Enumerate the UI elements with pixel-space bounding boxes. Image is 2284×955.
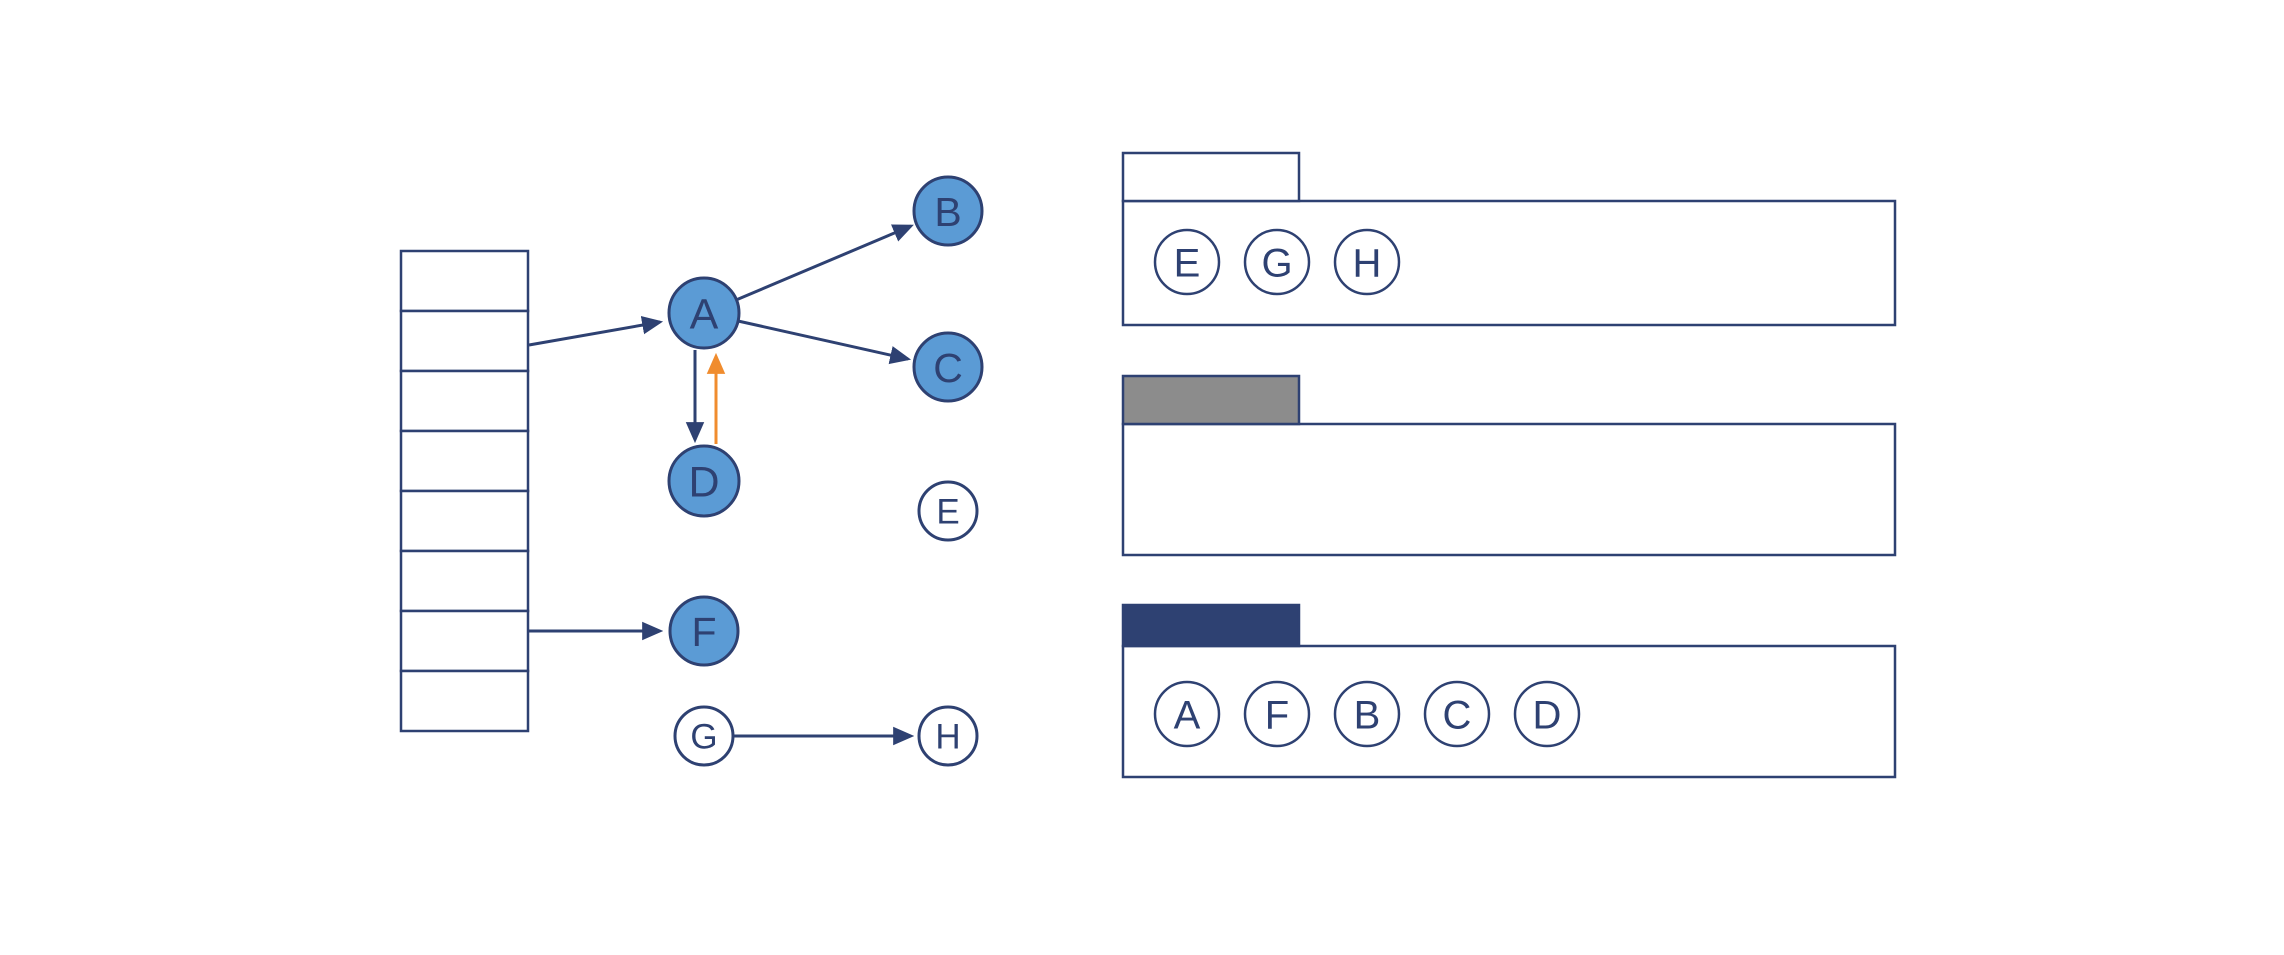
navy-set-member-label-F: F bbox=[1265, 693, 1289, 737]
navy-set-member-circle-C bbox=[1423, 680, 1491, 748]
node-circle-H bbox=[917, 705, 979, 767]
memory-cell-6 bbox=[399, 549, 530, 613]
graph-node-E: E bbox=[917, 480, 979, 542]
graph-node-B: B bbox=[912, 175, 984, 247]
object-nodes: A B C D E F G H bbox=[667, 175, 984, 767]
gray-set bbox=[1121, 374, 1897, 557]
node-circle-A bbox=[667, 276, 741, 350]
node-label-H: H bbox=[935, 718, 960, 757]
node-label-B: B bbox=[934, 189, 961, 235]
edge-a-to-b bbox=[735, 224, 914, 302]
node-circle-B bbox=[912, 175, 984, 247]
memory-cell-3 bbox=[399, 369, 530, 433]
navy-set-member-label-A: A bbox=[1174, 693, 1201, 737]
edge-root-to-a bbox=[528, 315, 664, 347]
node-circle-C bbox=[912, 331, 984, 403]
white-set-tab bbox=[1121, 151, 1301, 203]
memory-cell-1 bbox=[399, 249, 530, 313]
navy-set-member-label-D: D bbox=[1533, 693, 1562, 737]
node-label-F: F bbox=[691, 609, 716, 655]
white-set-member-circle-H bbox=[1333, 228, 1401, 296]
gray-set-body bbox=[1121, 422, 1897, 557]
node-label-D: D bbox=[688, 458, 719, 506]
node-circle-D bbox=[667, 444, 741, 518]
navy-set-member-circle-D bbox=[1513, 680, 1581, 748]
node-label-G: G bbox=[690, 718, 717, 757]
node-circle-G bbox=[673, 705, 735, 767]
edge-a-to-c bbox=[737, 319, 912, 365]
memory-cell-4 bbox=[399, 429, 530, 493]
node-label-A: A bbox=[690, 290, 719, 338]
memory-cell-5 bbox=[399, 489, 530, 553]
graph-node-A: A bbox=[667, 276, 741, 350]
memory-stack bbox=[399, 249, 530, 733]
graph-node-D: D bbox=[667, 444, 741, 518]
graph-node-C: C bbox=[912, 331, 984, 403]
white-set-member-circle-E bbox=[1153, 228, 1221, 296]
navy-set-member-circle-A bbox=[1153, 680, 1221, 748]
node-label-E: E bbox=[936, 493, 959, 532]
navy-set-member-label-C: C bbox=[1443, 693, 1472, 737]
white-set-member-circle-G bbox=[1243, 228, 1311, 296]
graph-node-F: F bbox=[668, 595, 740, 667]
gray-set-tab bbox=[1121, 374, 1301, 426]
navy-set-member-circle-B bbox=[1333, 680, 1401, 748]
memory-cell-2 bbox=[399, 309, 530, 373]
memory-cell-8 bbox=[399, 669, 530, 733]
navy-set-member-label-B: B bbox=[1354, 693, 1381, 737]
graph-node-H: H bbox=[917, 705, 979, 767]
memory-cell-7 bbox=[399, 609, 530, 673]
navy-set-body bbox=[1121, 644, 1897, 779]
white-set-member-label-H: H bbox=[1353, 241, 1382, 285]
navy-set-tab bbox=[1121, 603, 1301, 648]
navy-set-member-circle-F bbox=[1243, 680, 1311, 748]
node-circle-F bbox=[668, 595, 740, 667]
graph-node-G: G bbox=[673, 705, 735, 767]
white-set-member-label-E: E bbox=[1174, 241, 1201, 285]
pointer-edges bbox=[528, 224, 915, 746]
white-set-member-label-G: G bbox=[1261, 241, 1292, 285]
white-set-body bbox=[1121, 199, 1897, 327]
node-circle-E bbox=[917, 480, 979, 542]
node-label-C: C bbox=[933, 345, 963, 391]
